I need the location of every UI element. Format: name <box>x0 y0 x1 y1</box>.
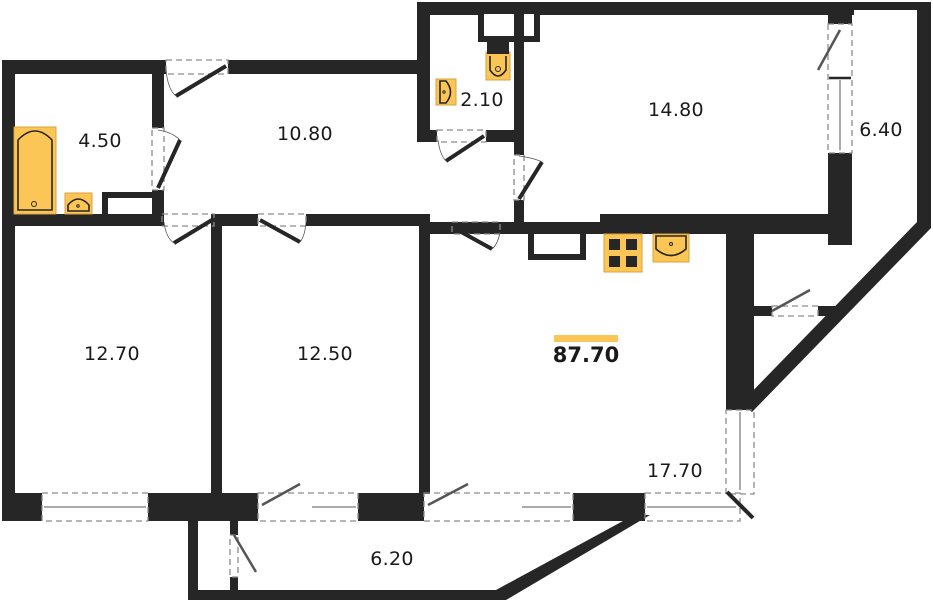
room-area-balcony-bottom: 6.20 <box>370 548 414 570</box>
room-area-kitchen-living: 17.70 <box>647 460 703 482</box>
bathroom-sink-icon <box>64 192 93 215</box>
toilet-icon <box>485 42 511 81</box>
room-area-bedroom-middle: 12.50 <box>297 343 353 365</box>
total-area-accent-bar <box>554 335 618 342</box>
room-area-balcony-right: 6.40 <box>859 119 903 141</box>
toilet-sink-icon <box>435 78 457 106</box>
windows <box>41 23 853 578</box>
balcony-bottom-diagonal-wall <box>496 515 650 600</box>
total-area-label: 87.70 <box>552 343 620 367</box>
stove-icon <box>603 233 643 273</box>
bathtub-icon <box>13 126 57 215</box>
room-area-bedroom-top: 14.80 <box>648 99 704 121</box>
kitchen-sink-icon <box>652 233 690 263</box>
room-area-bedroom-left: 12.70 <box>84 343 140 365</box>
balcony-right-diagonal-wall <box>740 222 931 412</box>
room-area-hallway: 10.80 <box>277 123 333 145</box>
doors <box>151 59 544 251</box>
room-area-toilet: 2.10 <box>460 89 504 111</box>
room-area-bathroom: 4.50 <box>78 130 122 152</box>
